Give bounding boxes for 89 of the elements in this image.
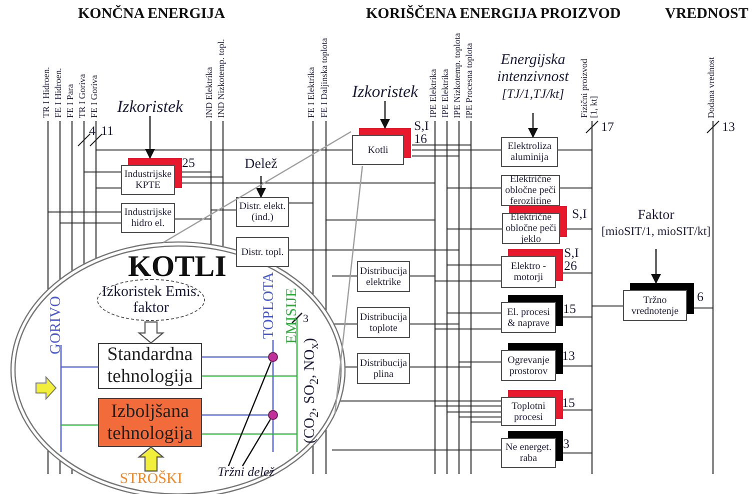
bus-label: TR I Hidroen.	[42, 67, 52, 118]
axis-label: EMISIJE	[285, 288, 301, 344]
annotation-text: Delež	[244, 157, 278, 173]
bus-label: FE I Daljinska toplota	[320, 38, 330, 118]
box-label: Industrijske KPTE	[123, 169, 173, 191]
leader-line	[228, 361, 272, 466]
process-box	[352, 135, 404, 165]
value-label: 3	[563, 437, 570, 450]
box-label: Distribucija elektrike	[358, 266, 408, 288]
annotation-text: [TJ/1,TJ/kt]	[502, 86, 564, 102]
value-label: 26	[564, 259, 577, 272]
arrow	[380, 101, 390, 129]
box-label: Toplotni procesi	[510, 400, 546, 422]
arrow	[651, 249, 661, 284]
process-box	[357, 307, 410, 338]
annotation-text: Izkoristek	[116, 97, 184, 117]
bus-label: FE I Hidroen.	[54, 68, 64, 118]
process-box	[501, 256, 556, 288]
process-box	[236, 237, 289, 267]
box-label: Kotli	[368, 144, 388, 156]
annotation-text: Energijska intenzivnost	[496, 52, 570, 86]
process-box	[623, 290, 687, 321]
annotation-text: STROŠKI	[120, 471, 182, 488]
count-label: 17	[601, 119, 614, 135]
value-label: 16	[414, 132, 427, 145]
count-label: 3	[303, 313, 308, 325]
process-box	[501, 137, 558, 167]
count-label: 4	[89, 123, 96, 139]
axis-label: GORIVO	[49, 296, 65, 354]
box-label: Električne obločne peči ferozlitine	[504, 174, 557, 207]
box-label: Distribucija toplote	[358, 312, 408, 334]
box-label: Industrijske hidro el.	[123, 207, 173, 229]
count-label: 11	[101, 123, 114, 139]
box-label: Standardna tehnologija	[106, 344, 194, 388]
arrow	[145, 116, 155, 159]
box-label: Izboljšana tehnologija	[106, 400, 194, 444]
box-label: Ne energet. raba	[504, 442, 552, 464]
value-label: S,I	[414, 119, 429, 132]
bus-label: Fizični proizvod [1, kt]	[580, 58, 599, 118]
box-label: Distr. elekt. (ind.)	[238, 201, 287, 223]
value-label: 13	[562, 349, 575, 362]
bus-label: IPE Elektrika	[429, 69, 438, 118]
section-heading: KONČNA ENERGIJA	[78, 6, 226, 23]
bus-label: Dodana vrednost	[707, 56, 716, 118]
box-label: Tržno vrednotenje	[630, 294, 680, 316]
bus-label: IPE Elektrika	[441, 69, 450, 118]
box-label: Elektro - motorji	[510, 261, 548, 283]
process-box	[501, 350, 556, 381]
section-heading: KORIŠČENA ENERGIJA PROIZVOD	[366, 6, 621, 23]
annotation-text: [mioSIT/1, mioSIT/kt]	[601, 224, 711, 239]
bus-label: IPE Procesna toplota	[465, 42, 474, 118]
process-box	[98, 398, 202, 447]
process-box	[357, 353, 410, 384]
bus-label: FE I Elektrika	[307, 67, 316, 118]
process-box	[357, 261, 410, 292]
bus-label: FE I Goriva	[90, 75, 100, 118]
ellipse-title: KOTLI	[128, 250, 226, 284]
arrow	[528, 113, 538, 138]
bus-label: FE I Para	[66, 84, 76, 118]
process-box	[501, 397, 556, 426]
value-label: 15	[563, 302, 576, 315]
box-label: Elektroliza aluminija	[506, 141, 552, 163]
section-heading: VREDNOST	[665, 6, 748, 23]
value-label: 6	[697, 290, 704, 303]
value-label: S,I	[564, 246, 579, 259]
box-label: Izkoristek Emis. faktor	[100, 284, 202, 316]
value-label: 15	[562, 396, 575, 409]
value-label: 25	[182, 156, 195, 169]
process-box	[501, 302, 556, 333]
value-label: S,I	[572, 207, 587, 220]
box-label: El. procesi & naprave	[506, 306, 551, 328]
arrow	[256, 176, 266, 198]
annotation-text: Izkoristek	[352, 82, 418, 102]
block-arrow	[137, 321, 165, 344]
box-label: Ogrevanje prostorov	[506, 354, 550, 376]
zoom-line	[334, 166, 364, 414]
bus-label: IPE Nizkotemp. toplota	[453, 32, 462, 118]
annotation-text: Tržni delež	[218, 464, 274, 480]
box-label: Distribucija plina	[358, 358, 408, 380]
bus-label: IND Nizkotemp. topl.	[217, 39, 226, 118]
process-box	[98, 343, 202, 389]
block-arrow	[137, 446, 165, 472]
annotation-text: Faktor	[638, 208, 674, 224]
axis-label: TOPLOTA	[262, 272, 278, 339]
count-label: 13	[722, 119, 735, 135]
box-label: Električne obločne peči jeklo	[504, 212, 558, 245]
bus-label: TR I Goriva	[78, 74, 88, 118]
box-label: Distr. topl.	[241, 246, 284, 258]
bus-label: IND Elektrika	[205, 66, 214, 118]
